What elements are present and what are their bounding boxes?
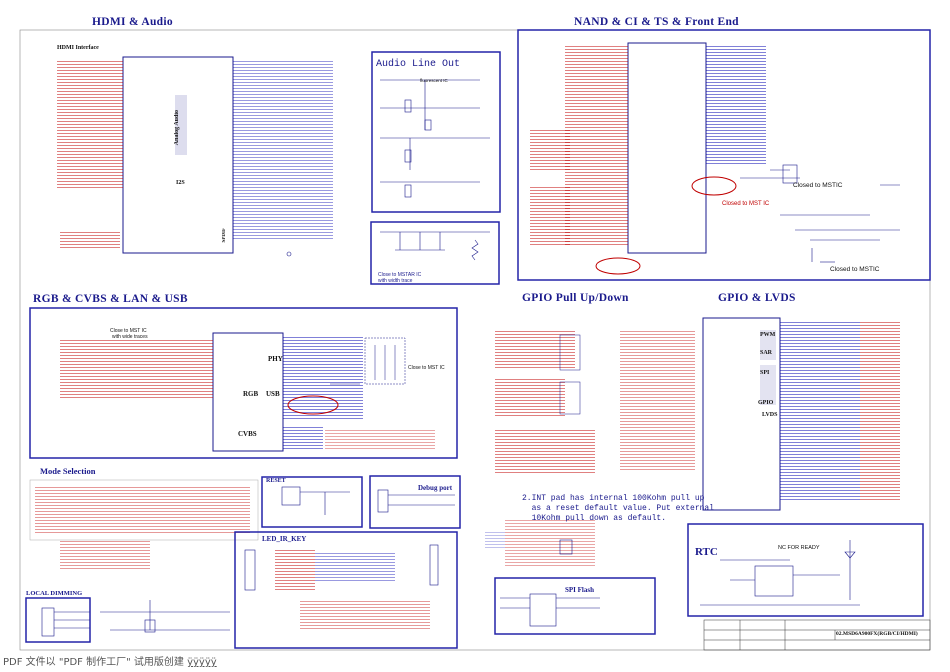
gpio-pulldown-note: 2.INT pad has internal 100Kohm pull up a… bbox=[522, 494, 715, 523]
spdif-label: SPDIF bbox=[222, 228, 227, 243]
gpio-pull-network bbox=[495, 330, 695, 473]
led-ir-key-circuit bbox=[244, 544, 439, 630]
nc-for-ready-label: NC FOR READY bbox=[778, 545, 820, 551]
closed-to-mst-ic-label: Closed to MST IC bbox=[722, 201, 770, 207]
closed-to-mstic-label-2: Closed to MSTIC bbox=[830, 266, 880, 273]
section-title-nand-ci: NAND & CI & TS & Front End bbox=[574, 16, 739, 28]
led-ir-key-box bbox=[234, 531, 458, 649]
section-title-mode-selection: Mode Selection bbox=[40, 466, 96, 476]
rgb-ic-symbol bbox=[60, 332, 435, 452]
gpio-label: GPIO bbox=[758, 400, 774, 406]
section-title-hdmi-audio: HDMI & Audio bbox=[92, 16, 173, 28]
hdmi-interface-label: HDMI Interface bbox=[57, 45, 99, 51]
hdmi-ic-symbol bbox=[57, 56, 333, 254]
section-title-rgb-cvbs: RGB & CVBS & LAN & USB bbox=[33, 293, 188, 305]
cvbs-label: CVBS bbox=[238, 430, 257, 438]
width-trace-label: with width trace bbox=[378, 278, 413, 284]
rgb-block-border bbox=[29, 307, 458, 459]
drawing-title: 02.MSD6A900FX(RGB/CI/HDMI) bbox=[836, 631, 918, 637]
pdf-footer-text: PDF 文件以 "PDF 制作工厂" 试用版创建 bbox=[3, 657, 184, 668]
lvds-label: LVDS bbox=[762, 412, 778, 418]
audio-line-out-title: Audio Line Out bbox=[376, 59, 461, 70]
pwm-label: PWM bbox=[760, 332, 776, 338]
local-dimming-circuit bbox=[41, 600, 230, 637]
rtc-circuit bbox=[700, 540, 860, 606]
spi-label: SPI bbox=[760, 370, 770, 376]
section-title-led-ir-key: LED_IR_KEY bbox=[262, 535, 307, 543]
analog-audio-label: Analog Audio bbox=[174, 110, 180, 146]
highlight-ellipse-usb bbox=[287, 395, 339, 415]
i2s-label: I2S bbox=[176, 180, 185, 186]
gpio-lvds-ic-symbol bbox=[702, 317, 900, 511]
sar-label: SAR bbox=[760, 350, 773, 356]
highlight-ellipse-nand bbox=[691, 176, 737, 196]
hdmi-left-lower bbox=[60, 230, 292, 257]
wide-traces-label: with wide traces bbox=[112, 334, 148, 340]
section-title-gpio-pull: GPIO Pull Up/Down bbox=[522, 292, 629, 304]
usb-label: USB bbox=[266, 390, 280, 398]
section-title-spi-flash: SPI Flash bbox=[565, 586, 594, 594]
section-title-gpio-lvds: GPIO & LVDS bbox=[718, 292, 796, 304]
rgb-label: RGB bbox=[243, 390, 259, 398]
section-title-local-dimming: LOCAL DIMMING bbox=[26, 590, 83, 597]
pdf-footer: PDF 文件以 "PDF 制作工厂" 试用版创建 ÿÿÿÿÿ bbox=[3, 653, 217, 668]
closed-to-mstic-label-1: Closed to MSTIC bbox=[793, 182, 843, 189]
close-to-mst-ic-rgb-label: Close to MST IC bbox=[110, 328, 147, 334]
rtc-box bbox=[687, 523, 924, 617]
phy-label: PHY bbox=[268, 355, 283, 363]
mode-selection-area bbox=[29, 479, 259, 570]
fluorescent-ic-label: fluorescent IC bbox=[420, 78, 448, 83]
debug-port-box bbox=[369, 475, 461, 529]
close-to-mstar-label: Close to MSTAR IC bbox=[378, 272, 422, 278]
reset-box bbox=[261, 476, 363, 528]
nand-ic-symbol bbox=[530, 42, 766, 254]
section-title-debug-port: Debug port bbox=[418, 484, 453, 492]
section-title-rtc: RTC bbox=[695, 546, 718, 558]
pdf-footer-link[interactable]: ÿÿÿÿÿ bbox=[187, 657, 217, 668]
audio-line-out-box bbox=[371, 51, 501, 213]
nand-block-border bbox=[517, 29, 931, 281]
highlight-ellipse-cap bbox=[595, 257, 641, 275]
title-block bbox=[703, 619, 931, 651]
section-title-reset: RESET bbox=[266, 478, 286, 484]
spi-flash-box bbox=[494, 577, 656, 635]
audio-cap-box bbox=[370, 221, 500, 285]
spi-area-circuit bbox=[485, 518, 595, 568]
close-to-mst-ic-usb-label: Close to MST IC bbox=[408, 365, 445, 371]
